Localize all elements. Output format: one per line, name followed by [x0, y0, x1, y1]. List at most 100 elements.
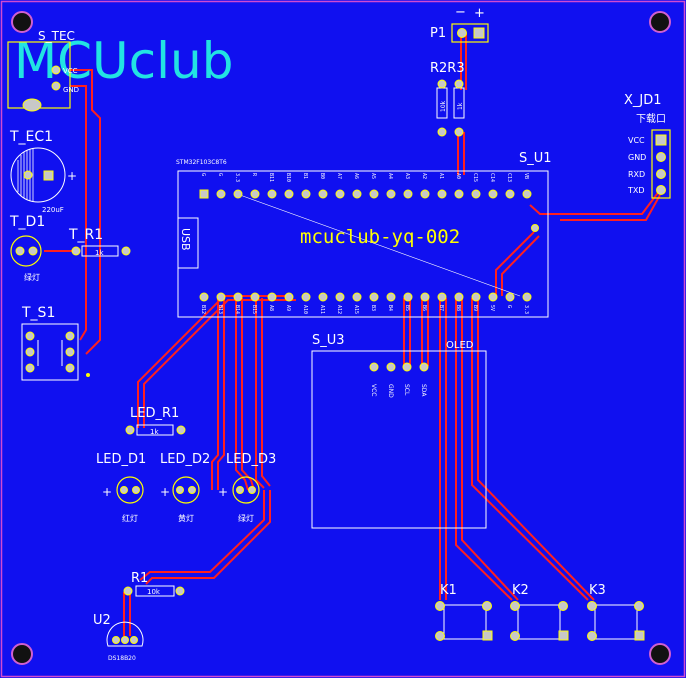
top-pin-label-6: B10: [285, 173, 291, 182]
t-r1-pad-right: [121, 246, 131, 256]
bottom-pin-pad-6: [284, 292, 294, 302]
u2-sensor: U2 DS18B20: [93, 613, 144, 662]
mounting-holes: [11, 11, 671, 665]
top-pin-pad-10: [352, 189, 362, 199]
s-tec-mount-pad: [22, 98, 42, 112]
top-pin-label-8: B0: [319, 173, 325, 179]
p1-plus: +: [474, 6, 485, 21]
top-pin-pad-19: [505, 189, 515, 199]
bottom-pin-pad-2: [216, 292, 226, 302]
top-pin-label-4: R: [251, 173, 257, 177]
led-d1-note: 红灯: [122, 513, 138, 523]
bottom-pin-pad-9: [335, 292, 345, 302]
t-r1-value: 1k: [95, 249, 104, 257]
k3-label: K3: [589, 583, 606, 598]
r2r3-label: R2R3: [430, 61, 465, 76]
top-pin-label-3: 3.3: [234, 173, 240, 182]
x-jd1-pad-3: [656, 169, 666, 179]
s-u3-oled: S_U3 OLED VCC GND SCL SDA: [311, 333, 487, 529]
top-pin-pad-14: [420, 189, 430, 199]
led-d3: LED_D3 + 绿灯: [218, 452, 276, 523]
x-jd1-pad-4: [656, 185, 666, 195]
bottom-pin-pad-19: [505, 292, 515, 302]
s-u1-part: STM32F103C8T6: [176, 159, 227, 166]
bottom-pin-label-3: B14: [234, 305, 240, 314]
top-pin-label-16: A0: [455, 173, 461, 179]
k1-button: K1: [435, 583, 493, 641]
top-pin-pad-12: [386, 189, 396, 199]
oled-pin-gnd: GND: [387, 384, 394, 398]
oled-pad-gnd: [386, 362, 396, 372]
bottom-pin-label-7: A10: [302, 305, 308, 314]
t-s1-pad-5: [65, 347, 75, 357]
bottom-pin-label-9: A12: [336, 305, 342, 314]
k1-label: K1: [440, 583, 457, 598]
p1-power-header: − + P1: [430, 5, 489, 43]
bottom-pin-pad-16: [454, 292, 464, 302]
bottom-pin-label-13: B5: [404, 305, 410, 311]
led-d1-plus: +: [102, 485, 112, 499]
led-d3-label: LED_D3: [226, 452, 276, 467]
s-tec-label: S_TEC: [38, 29, 75, 43]
top-pin-pad-13: [403, 189, 413, 199]
led-r1-value: 1k: [150, 428, 159, 436]
led-r1-label: LED_R1: [130, 406, 179, 421]
top-pin-label-14: A2: [421, 173, 427, 179]
x-jd1-note: 下载口: [636, 113, 666, 125]
bottom-pin-pad-3: [233, 292, 243, 302]
bottom-pin-label-5: A8: [268, 305, 274, 311]
led-d1: LED_D1 + 红灯: [96, 452, 146, 523]
top-pin-label-11: A5: [370, 173, 376, 179]
p1-pad-minus: [457, 28, 467, 38]
r1-value: 10k: [147, 588, 161, 596]
top-pin-pad-18: [488, 189, 498, 199]
u2-note: DS18B20: [108, 655, 136, 662]
t-d1-led: T_D1 绿灯: [9, 214, 45, 282]
r1-label: R1: [131, 571, 148, 586]
mount-hole-top-left: [11, 11, 33, 33]
top-pin-label-19: C13: [506, 173, 512, 182]
oled-pin-vcc: VCC: [370, 384, 377, 396]
bottom-pin-label-10: A15: [353, 305, 359, 314]
oled-pad-sda: [419, 362, 429, 372]
usb-connector-outline: [177, 217, 199, 269]
t-ec1-pad-round: [23, 170, 33, 180]
s-tec-vcc-label: VCC: [63, 67, 78, 75]
bottom-pin-pad-18: [488, 292, 498, 302]
k2-button: K2: [510, 583, 569, 641]
x-jd1-pad-1: [655, 134, 667, 146]
top-pin-pad-8: [318, 189, 328, 199]
bottom-pin-label-19: G: [506, 305, 512, 308]
led-r1-resistor: LED_R1 1k: [125, 406, 186, 436]
x-jd1-pin-vcc: VCC: [628, 136, 645, 145]
top-pin-label-5: B11: [268, 173, 274, 182]
x-jd1-pin-rxd: RXD: [628, 170, 645, 179]
led-d1-label: LED_D1: [96, 452, 146, 467]
s-u3-label: S_U3: [312, 333, 345, 348]
led-d2-label: LED_D2: [160, 452, 210, 467]
top-pin-pad-5: [267, 189, 277, 199]
board-name-text: mcuclub-yq-002: [300, 226, 460, 248]
top-pin-label-20: VB: [523, 173, 529, 179]
bottom-pin-label-11: B3: [370, 305, 376, 311]
t-ec1-plus: +: [67, 169, 77, 183]
bottom-pin-pad-5: [267, 292, 277, 302]
led-d3-plus: +: [218, 485, 228, 499]
p1-minus: −: [455, 5, 466, 20]
s-tec-gnd-label: GND: [63, 86, 79, 94]
oled-pad-scl: [402, 362, 412, 372]
t-s1-pad-2: [25, 347, 35, 357]
top-pin-pad-11: [369, 189, 379, 199]
bottom-pin-label-6: A9: [285, 305, 291, 311]
top-pin-label-18: C14: [489, 173, 495, 182]
t-d1-pad-right: [28, 246, 38, 256]
top-pin-pad-16: [454, 189, 464, 199]
top-pin-pad-17: [471, 189, 481, 199]
top-pin-pad-15: [437, 189, 447, 199]
bottom-pin-label-17: B9: [472, 305, 478, 311]
